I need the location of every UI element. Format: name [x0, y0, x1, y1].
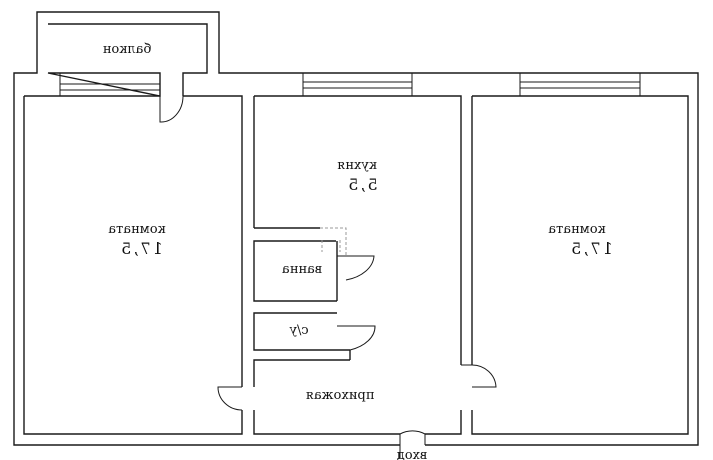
doors [159, 95, 497, 458]
hallway-label: прихожая [306, 388, 375, 403]
room-right-area: 17,5 [569, 239, 613, 258]
toilet-label: с/у [289, 323, 309, 338]
balcony [47, 23, 208, 97]
kitchen-label: кухня [337, 158, 377, 173]
room-left-label: комната [108, 222, 166, 237]
entrance-label: вход [397, 448, 427, 460]
windows [302, 73, 641, 96]
room-right-label: комната [548, 222, 606, 237]
labels: балкон комната 17,5 кухня 5,5 комната 17… [103, 42, 613, 460]
room-left-area: 17,5 [119, 239, 163, 258]
kitchen-area: 5,5 [346, 175, 377, 194]
bathroom-label: ванна [282, 262, 322, 277]
outer-walls [13, 11, 699, 446]
balcony-label: балкон [103, 42, 151, 57]
